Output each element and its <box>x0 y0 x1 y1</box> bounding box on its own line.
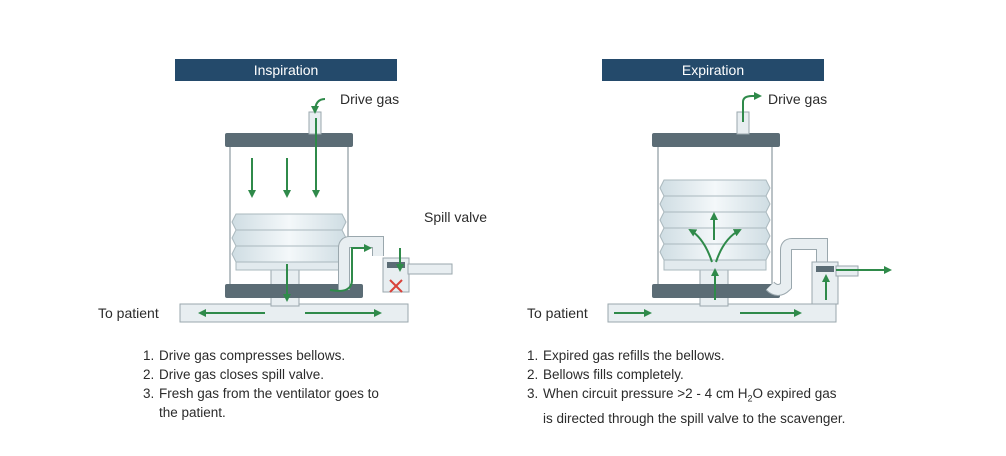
spill-valve-label: Spill valve <box>424 209 488 225</box>
expiration-flow-arrows <box>614 92 892 317</box>
inspiration-steps: 1.Drive gas compresses bellows. 2.Drive … <box>143 346 463 422</box>
expiration-title: Expiration <box>602 59 824 81</box>
drive-gas-label-expiration: Drive gas <box>768 91 828 107</box>
expiration-steps: 1.Expired gas refills the bellows. 2.Bel… <box>527 346 947 428</box>
inspiration-diagram <box>179 98 453 323</box>
to-patient-label-expiration: To patient <box>527 305 588 321</box>
closed-valve-icon <box>389 279 403 293</box>
bottom-plate <box>225 284 363 298</box>
list-item: the patient. <box>159 405 226 420</box>
inspiration-title: Inspiration <box>175 59 397 81</box>
list-item: 1.Drive gas compresses bellows. <box>143 348 346 363</box>
top-plate <box>652 133 780 147</box>
compressed-bellows <box>231 213 347 271</box>
list-item: 2.Drive gas closes spill valve. <box>143 367 325 382</box>
expiration-diagram <box>607 92 892 323</box>
list-item: 3.When circuit pressure >2 - 4 cm H2O ex… <box>527 386 837 404</box>
list-item: is directed through the spill valve to t… <box>543 410 846 426</box>
to-patient-label-inspiration: To patient <box>98 305 159 321</box>
list-item: 2.Bellows fills completely. <box>527 367 684 382</box>
list-item: 3.Fresh gas from the ventilator goes to <box>143 386 379 401</box>
spill-valve-tube <box>338 236 384 290</box>
drive-gas-label-inspiration: Drive gas <box>340 91 400 107</box>
inspiration-flow-arrows <box>198 98 404 317</box>
list-item: 1.Expired gas refills the bellows. <box>527 348 725 363</box>
top-plate <box>225 133 353 147</box>
